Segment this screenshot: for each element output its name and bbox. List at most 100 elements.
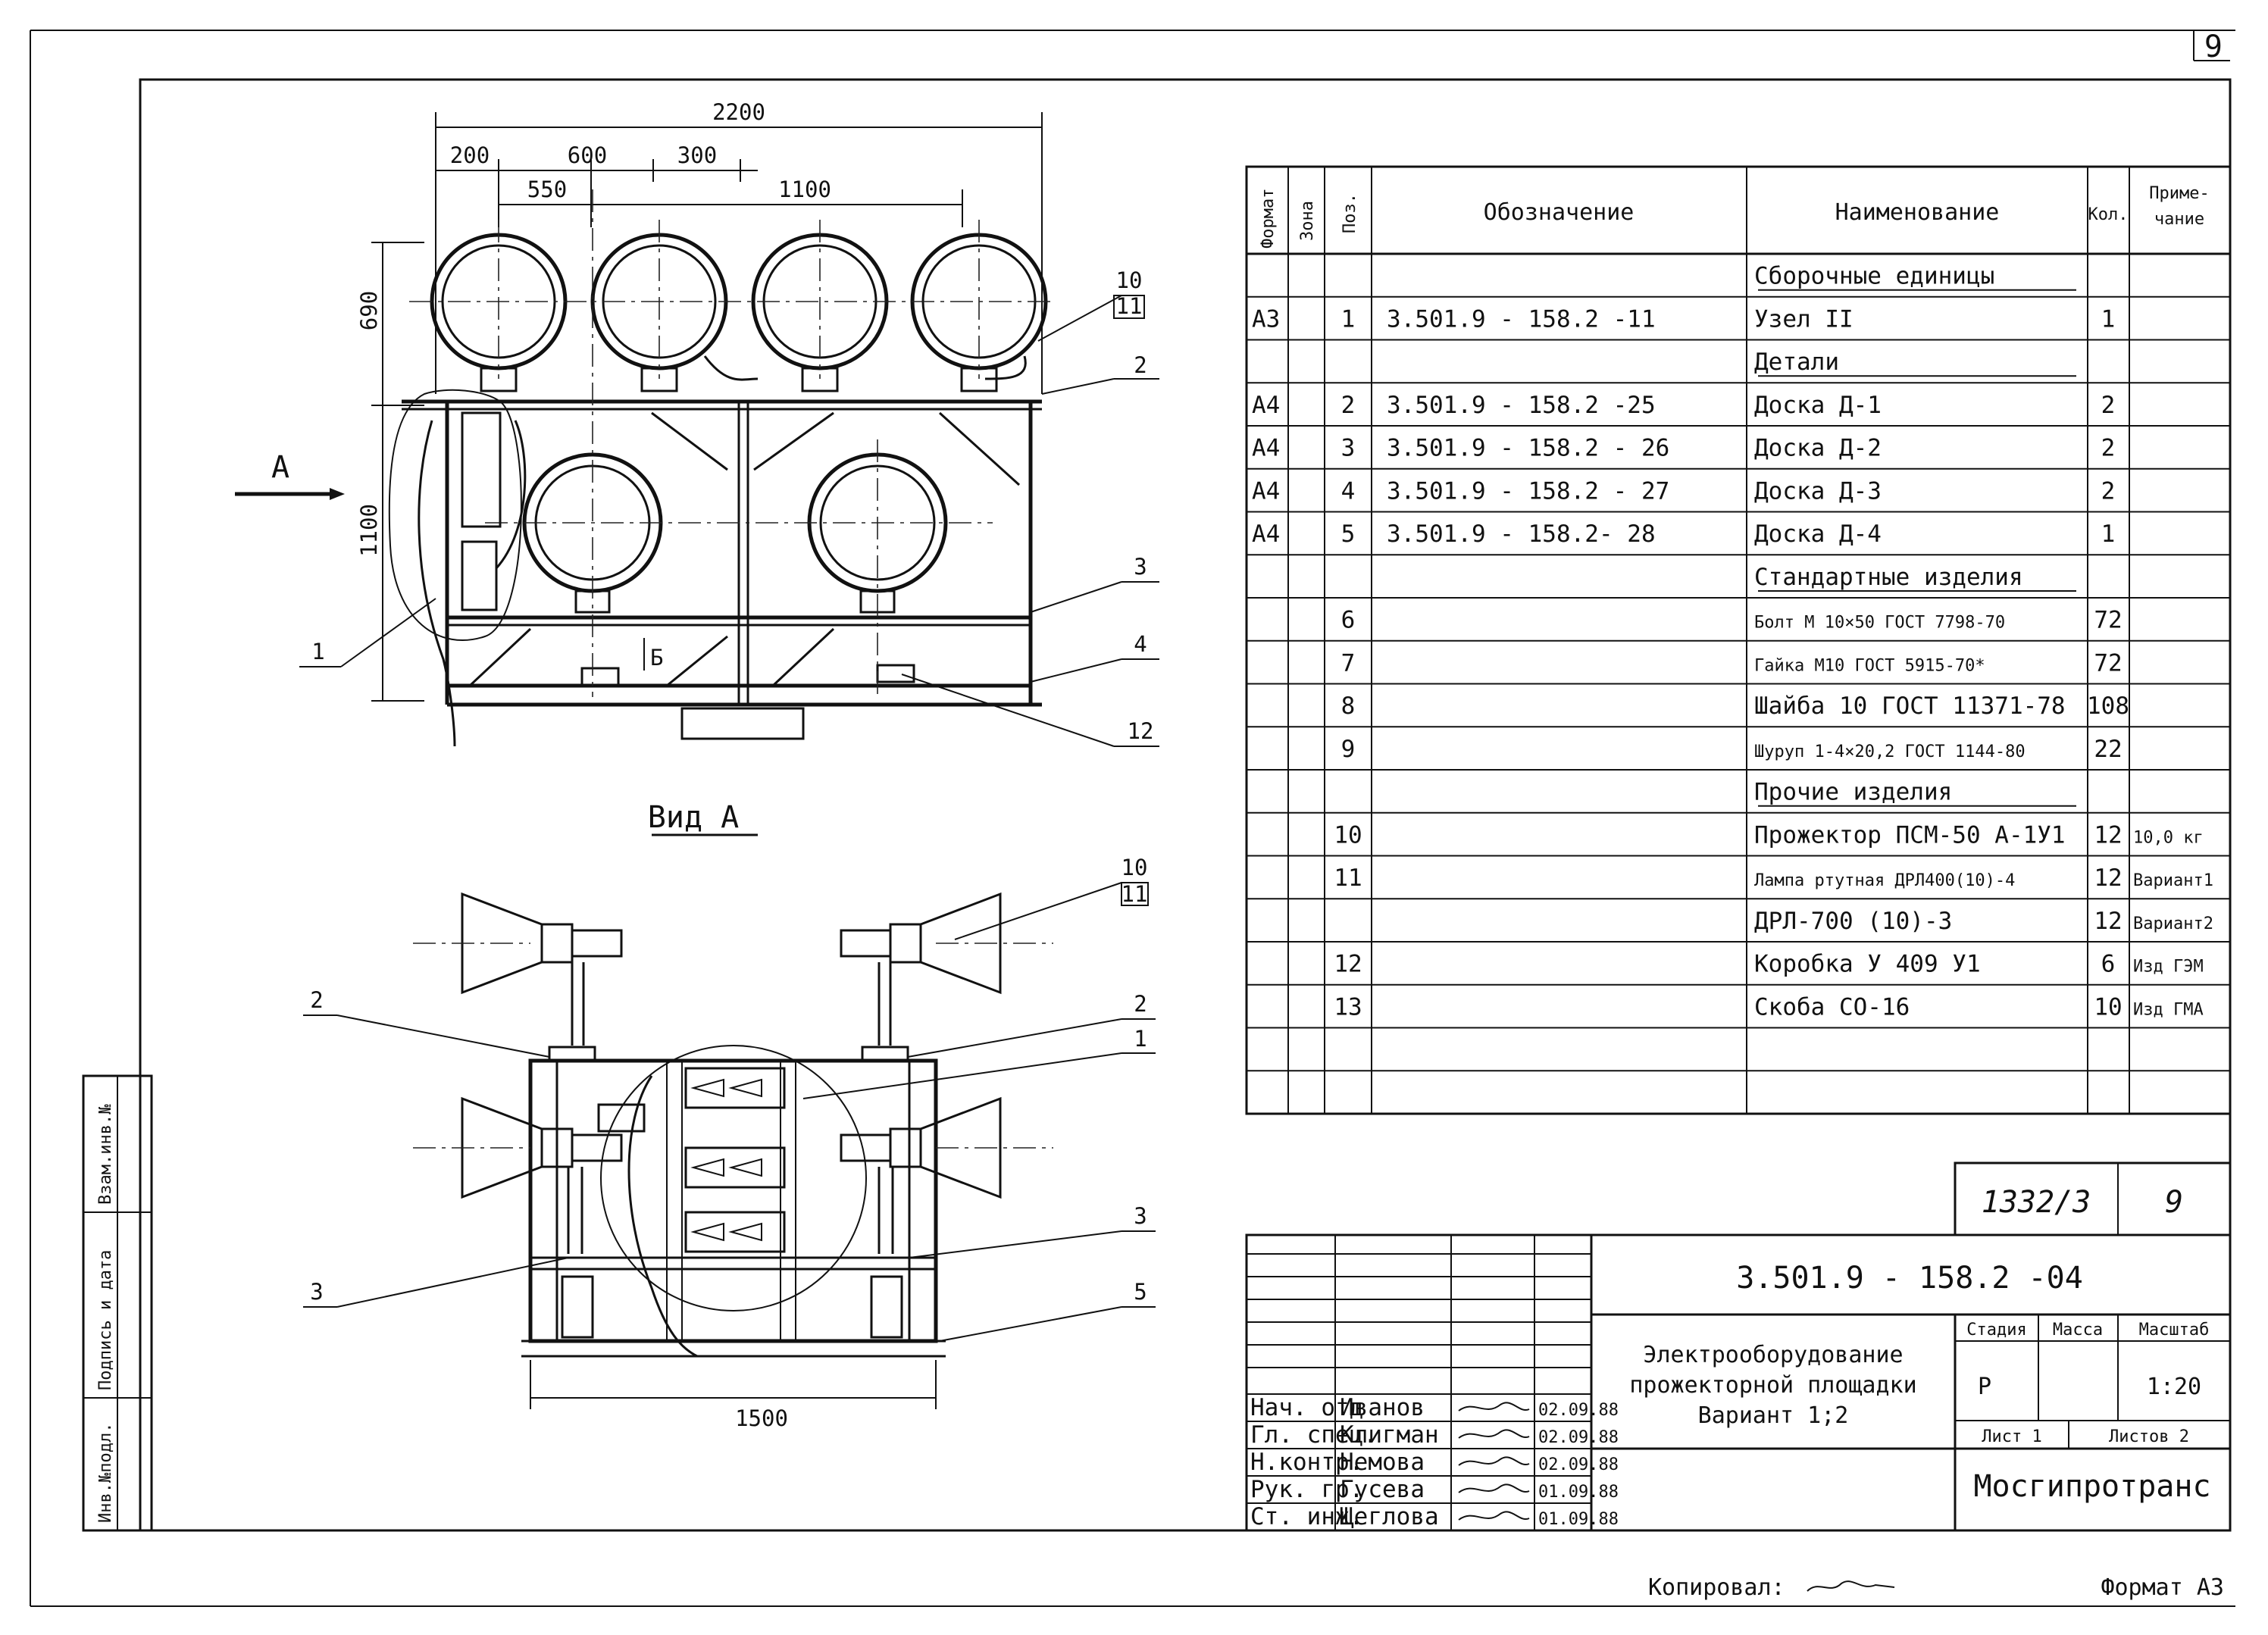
header-note-2: чание — [2154, 210, 2204, 229]
cell-name: Прочие изделия — [1754, 779, 1952, 806]
page-number: 9 — [2204, 30, 2223, 64]
cell-qty: 10 — [2094, 993, 2122, 1021]
callout-2-view-a-right: 2 — [1134, 991, 1147, 1017]
parts-table: Формат Зона Поз. Обозначение Наименовани… — [1245, 165, 2232, 1115]
cell-qty: 1 — [2101, 305, 2116, 333]
cell-pos: 6 — [1341, 607, 1356, 634]
header-qty: Кол. — [2088, 205, 2129, 224]
callout-1-view-a: 1 — [1134, 1026, 1147, 1052]
cell-qty: 12 — [2094, 908, 2122, 935]
signature-role: Нач. отд — [1250, 1394, 1363, 1421]
cell-designation: 3.501.9 - 158.2 -25 — [1387, 392, 1656, 419]
callout-1-front: 1 — [311, 639, 324, 664]
signature-name: Иванов — [1340, 1394, 1425, 1421]
scale-value: 1:20 — [2147, 1374, 2201, 1400]
cell-name: Шайба 10 ГОСТ 11371-78 — [1754, 692, 2066, 720]
header-designation: Обозначение — [1484, 199, 1635, 226]
stage-label: Стадия — [1966, 1321, 2026, 1340]
callout-5-view-a: 5 — [1134, 1279, 1147, 1305]
callout-11-view-a: 11 — [1121, 881, 1148, 907]
cell-name: Лампа ртутная ДРЛ400(10)-4 — [1754, 871, 2015, 890]
callout-10-front: 10 — [1116, 267, 1143, 293]
cell-format: А4 — [1252, 477, 1280, 505]
dim-300: 300 — [677, 142, 717, 168]
cell-pos: 5 — [1341, 521, 1356, 548]
cell-format: А4 — [1252, 392, 1280, 419]
signature-date: 02.09.88 — [1538, 1428, 1619, 1447]
front-view: 2200 200 600 300 550 1100 690 1100 — [235, 99, 1159, 747]
organization: Мосгипротранс — [1973, 1469, 2210, 1504]
callout-4-front: 4 — [1134, 631, 1147, 657]
projectors-top-row — [430, 233, 1048, 392]
callout-3-view-a-right: 3 — [1134, 1203, 1147, 1229]
cell-pos: 8 — [1341, 692, 1356, 720]
copied-by: Копировал: — [1648, 1574, 1785, 1601]
cell-name: Скоба СО-16 — [1754, 993, 1910, 1021]
signature-role: Н.контр. — [1250, 1449, 1363, 1476]
cell-name: Прожектор ПСМ-50 А-1У1 — [1754, 821, 2066, 849]
cell-format: А4 — [1252, 435, 1280, 462]
stamp-signature-date: Подпись и дата — [96, 1250, 115, 1390]
cell-name: Доска Д-1 — [1754, 392, 1882, 419]
cell-designation: 3.501.9 - 158.2 - 27 — [1387, 477, 1669, 505]
title-line-3: Вариант 1;2 — [1698, 1402, 1849, 1429]
cell-pos: 12 — [1334, 951, 1362, 978]
header-note-1: Приме- — [2149, 184, 2209, 203]
callout-3-front: 3 — [1134, 554, 1147, 580]
signature-role: Гл. спец. — [1250, 1421, 1378, 1449]
cell-name: Стандартные изделия — [1754, 564, 2023, 591]
stamp-inv-original: Инв.№подл. — [96, 1423, 115, 1523]
signature-scribble — [1458, 1511, 1530, 1521]
scale-label: Масштаб — [2139, 1321, 2210, 1340]
parts-table-header: Формат Зона Поз. Обозначение Наименовани… — [1259, 184, 2210, 249]
signature-scribble — [1458, 1429, 1530, 1439]
dimension-lines — [371, 112, 1043, 702]
cell-qty: 12 — [2094, 821, 2122, 849]
copied-by-signature — [1807, 1580, 1895, 1592]
cell-qty: 1 — [2101, 521, 2116, 548]
cell-name: Узел II — [1754, 305, 1854, 333]
header-pos: Поз. — [1340, 193, 1359, 233]
cell-note: Изд ГЭМ — [2133, 958, 2204, 977]
callout-2-view-a-left: 2 — [310, 987, 323, 1013]
sheet-number: Лист 1 — [1982, 1427, 2041, 1446]
header-zone: Зона — [1298, 201, 1317, 241]
cell-qty: 12 — [2094, 864, 2122, 892]
title-line-2: прожекторной площадки — [1629, 1372, 1916, 1399]
callout-2-front: 2 — [1134, 352, 1147, 378]
dim-690: 690 — [356, 291, 382, 330]
cell-name: Коробка У 409 У1 — [1754, 951, 1981, 978]
cell-qty: 2 — [2101, 477, 2116, 505]
cell-pos: 11 — [1334, 864, 1362, 892]
cell-name: Болт М 10×50 ГОСТ 7798-70 — [1754, 614, 2005, 633]
cell-pos: 13 — [1334, 993, 1362, 1021]
cell-designation: 3.501.9 - 158.2 - 26 — [1387, 435, 1669, 462]
cell-name: Шуруп 1-4×20,2 ГОСТ 1144-80 — [1754, 742, 2026, 761]
signature-role: Ст. инж. — [1250, 1503, 1363, 1530]
view-a: 1500 10 11 2 2 1 3 3 5 — [303, 855, 1156, 1431]
signature-scribble — [1458, 1456, 1530, 1466]
signature-name: Гусева — [1340, 1476, 1425, 1503]
callout-10-view-a: 10 — [1121, 855, 1148, 880]
callout-3-view-a-left: 3 — [310, 1279, 323, 1305]
cell-note: Вариант2 — [2133, 914, 2213, 933]
cell-name: Гайка М10 ГОСТ 5915-70* — [1754, 656, 1985, 675]
stamp-inv-replacement: Взам.инв.№ — [96, 1105, 115, 1205]
assembly-unit-1 — [388, 389, 527, 747]
dim-1500-lines — [530, 1360, 937, 1409]
signature-role: Рук. гр. — [1250, 1476, 1363, 1503]
stage-value: Р — [1978, 1374, 1991, 1400]
projectors-middle-row — [522, 452, 948, 614]
cell-name: Сборочные единицы — [1754, 263, 1994, 290]
header-format: Формат — [1259, 189, 1278, 249]
dim-600: 600 — [568, 142, 607, 168]
dim-1100-height: 1100 — [356, 504, 382, 557]
view-a-title: Вид А — [648, 800, 739, 835]
cell-name: Доска Д-3 — [1754, 477, 1882, 505]
dim-1500: 1500 — [735, 1405, 788, 1431]
cell-pos: 1 — [1341, 305, 1356, 333]
cell-name: Детали — [1754, 349, 1839, 376]
callouts-view-a — [303, 882, 1156, 1342]
